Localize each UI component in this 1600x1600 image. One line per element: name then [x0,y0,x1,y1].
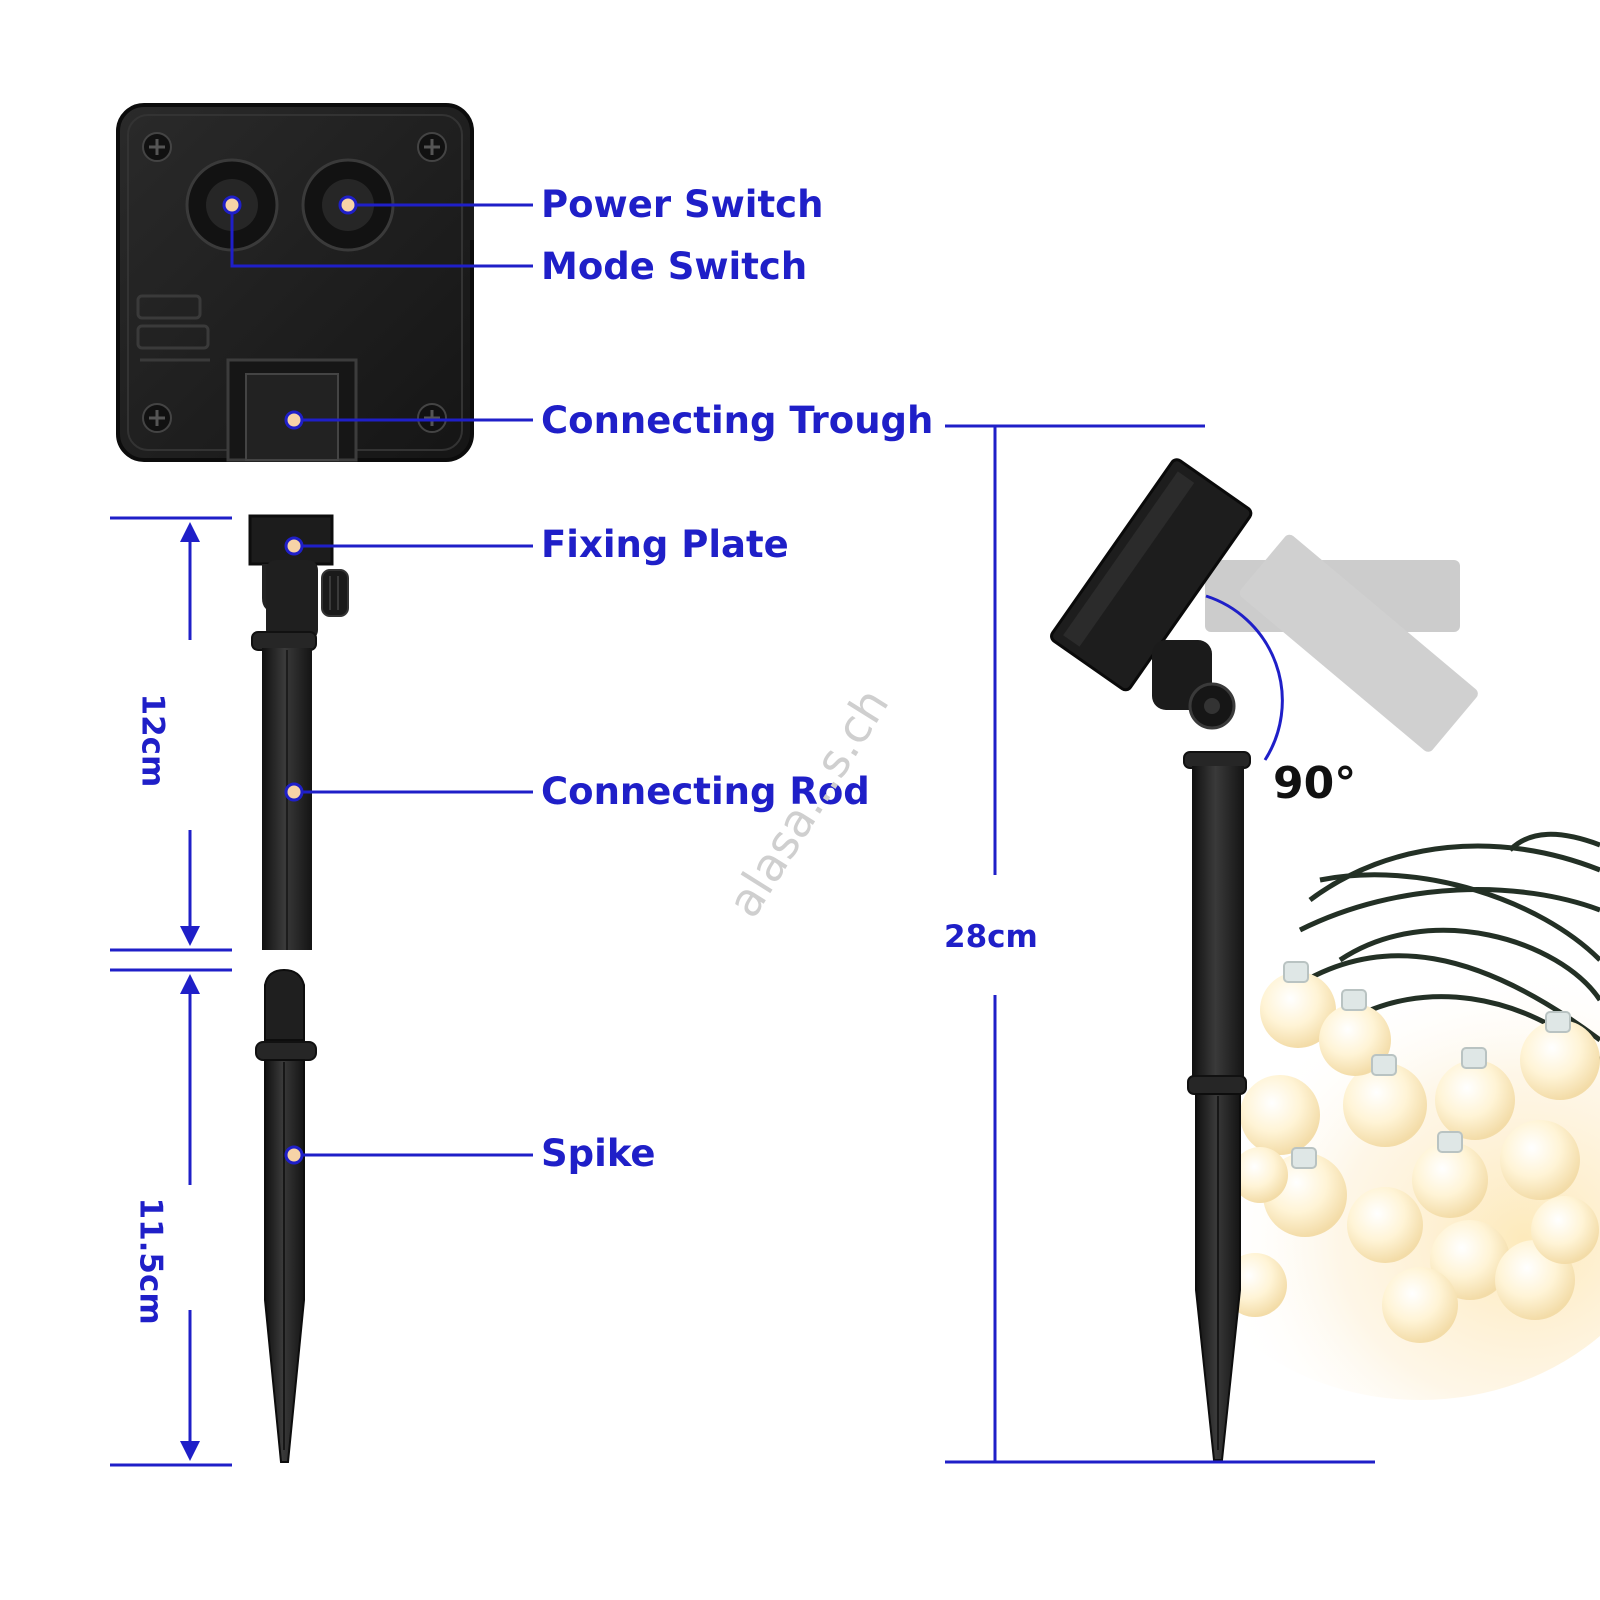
marker-dot [222,195,242,215]
screw-icon [142,403,172,433]
dimension-label-spike: 11.5cm [132,1197,169,1325]
solar-box [116,103,474,462]
embossed-cert-marks [136,294,210,362]
label-power-switch: Power Switch [541,183,824,226]
label-connecting-rod: Connecting Rod [541,770,870,813]
marker-dot [284,1145,304,1165]
dimension-label-upper-rod: 12cm [134,693,171,788]
label-fixing-plate: Fixing Plate [541,523,789,566]
label-connecting-trough: Connecting Trough [541,399,934,442]
dimension-label-total-height: 28cm [944,919,1038,955]
marker-dot [284,410,304,430]
dimension-arrows [180,522,200,1461]
connecting-trough-slot [226,358,358,462]
connecting-rod-part [248,514,349,950]
label-mode-switch: Mode Switch [541,245,808,288]
tilted-panel-ghost [1205,534,1478,752]
tilt-knob-icon [321,569,349,617]
screw-icon [417,403,447,433]
leader-lines [230,203,533,1157]
spike-part [255,968,317,1463]
marker-dots [222,195,358,1165]
assembled-stake [1050,458,1253,1461]
marker-dot [284,782,304,802]
marker-dot [284,536,304,556]
screw-icon [417,132,447,162]
marker-dot [338,195,358,215]
screw-icon [142,132,172,162]
dimension-lines [110,424,1375,1467]
label-spike: Spike [541,1132,656,1175]
rotation-arc [1205,594,1284,761]
tilt-angle-label: 90° [1273,758,1357,809]
light-string-bulbs [1160,831,1600,1400]
